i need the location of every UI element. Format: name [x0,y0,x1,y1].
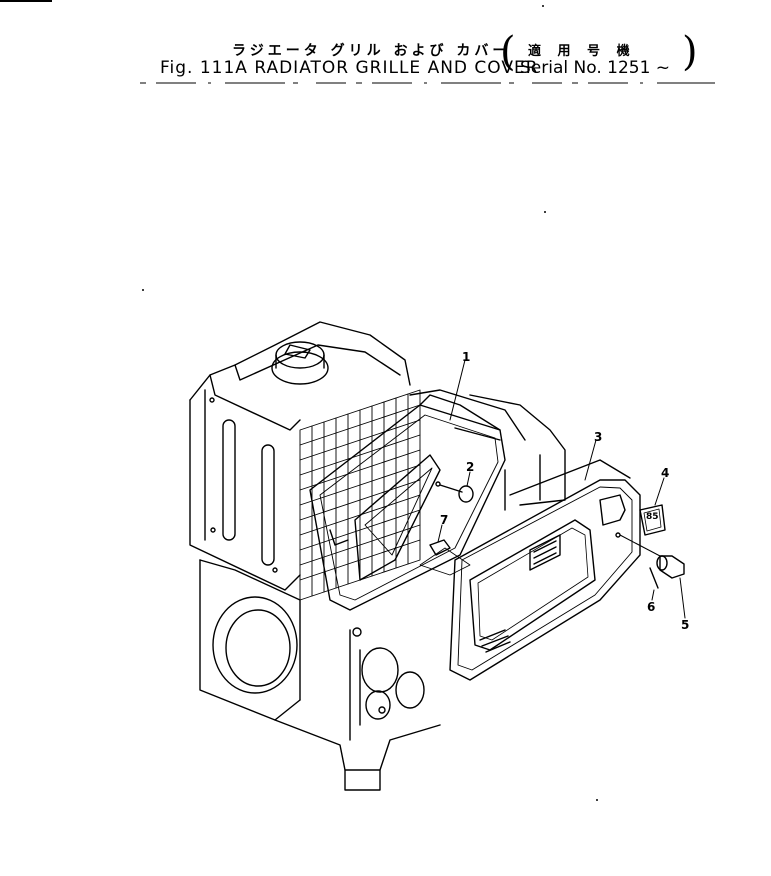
serial-label-japanese: 適 用 号 機 [528,44,636,59]
callout-6: 6 [647,600,656,614]
callout-2: 2 [466,460,475,474]
callout-4: 4 [661,466,670,480]
serial-open-paren: ( [500,29,516,75]
part-6-pin [649,567,659,589]
figure-title-japanese: ラジエータ グリル および カバー [232,43,511,59]
part-1-grille-frame [309,394,506,611]
serial-close-paren: ) [682,29,698,75]
plate-label: 85 [646,512,659,522]
part-2-bolt [435,481,474,503]
figure-title: Fig. 111A RADIATOR GRILLE AND COVER [160,58,539,78]
corner-mark [0,0,52,2]
part-7-nut [419,539,471,576]
callout-1: 1 [462,350,471,364]
callout-7: 7 [440,513,449,527]
callout-5: 5 [681,618,690,632]
callout-3: 3 [594,430,603,444]
part-4-plate [639,504,666,536]
part-5-knob [656,555,685,579]
engine-housing [199,389,566,791]
radiator-tank [189,321,411,591]
radiator-core [299,389,421,601]
part-3-cover [449,459,641,681]
title-underline [140,82,715,84]
leader-lines [437,359,686,619]
serial-number: Serial No. 1251 ~ [520,58,671,78]
radiator-cap [271,341,329,385]
